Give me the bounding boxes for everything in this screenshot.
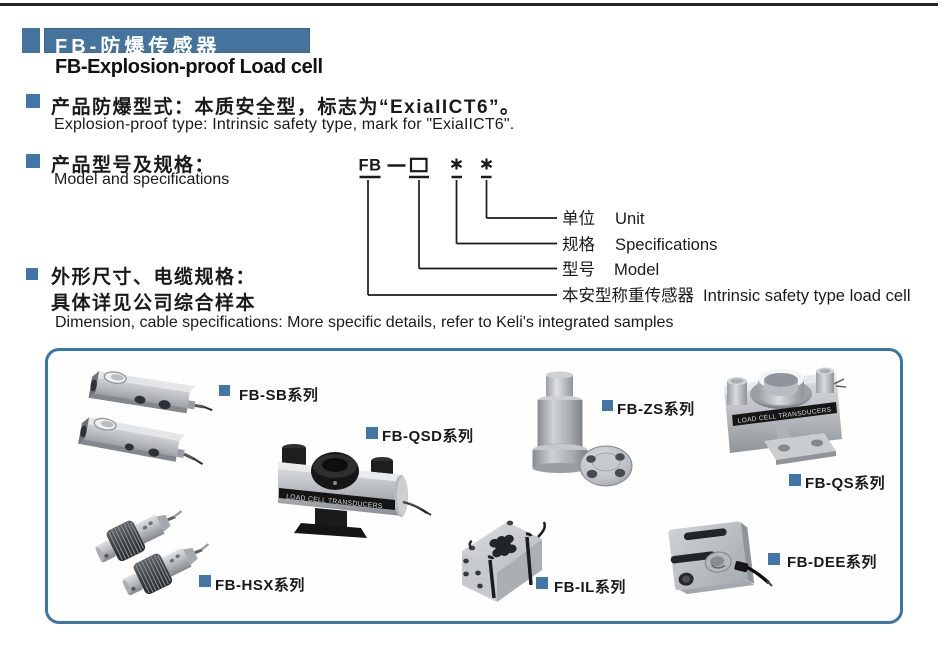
svg-text:Model: Model: [614, 260, 659, 279]
svg-text:FB: FB: [359, 157, 382, 175]
svg-text:Unit: Unit: [615, 209, 645, 228]
svg-text:本安型称重传感器: 本安型称重传感器: [562, 286, 695, 305]
svg-text:规格: 规格: [562, 235, 596, 254]
svg-text:Intrinsic safety type load cel: Intrinsic safety type load cell: [703, 286, 911, 305]
svg-text:型号: 型号: [562, 260, 595, 279]
svg-text:单位: 单位: [562, 209, 595, 228]
svg-text:Specifications: Specifications: [615, 235, 717, 254]
